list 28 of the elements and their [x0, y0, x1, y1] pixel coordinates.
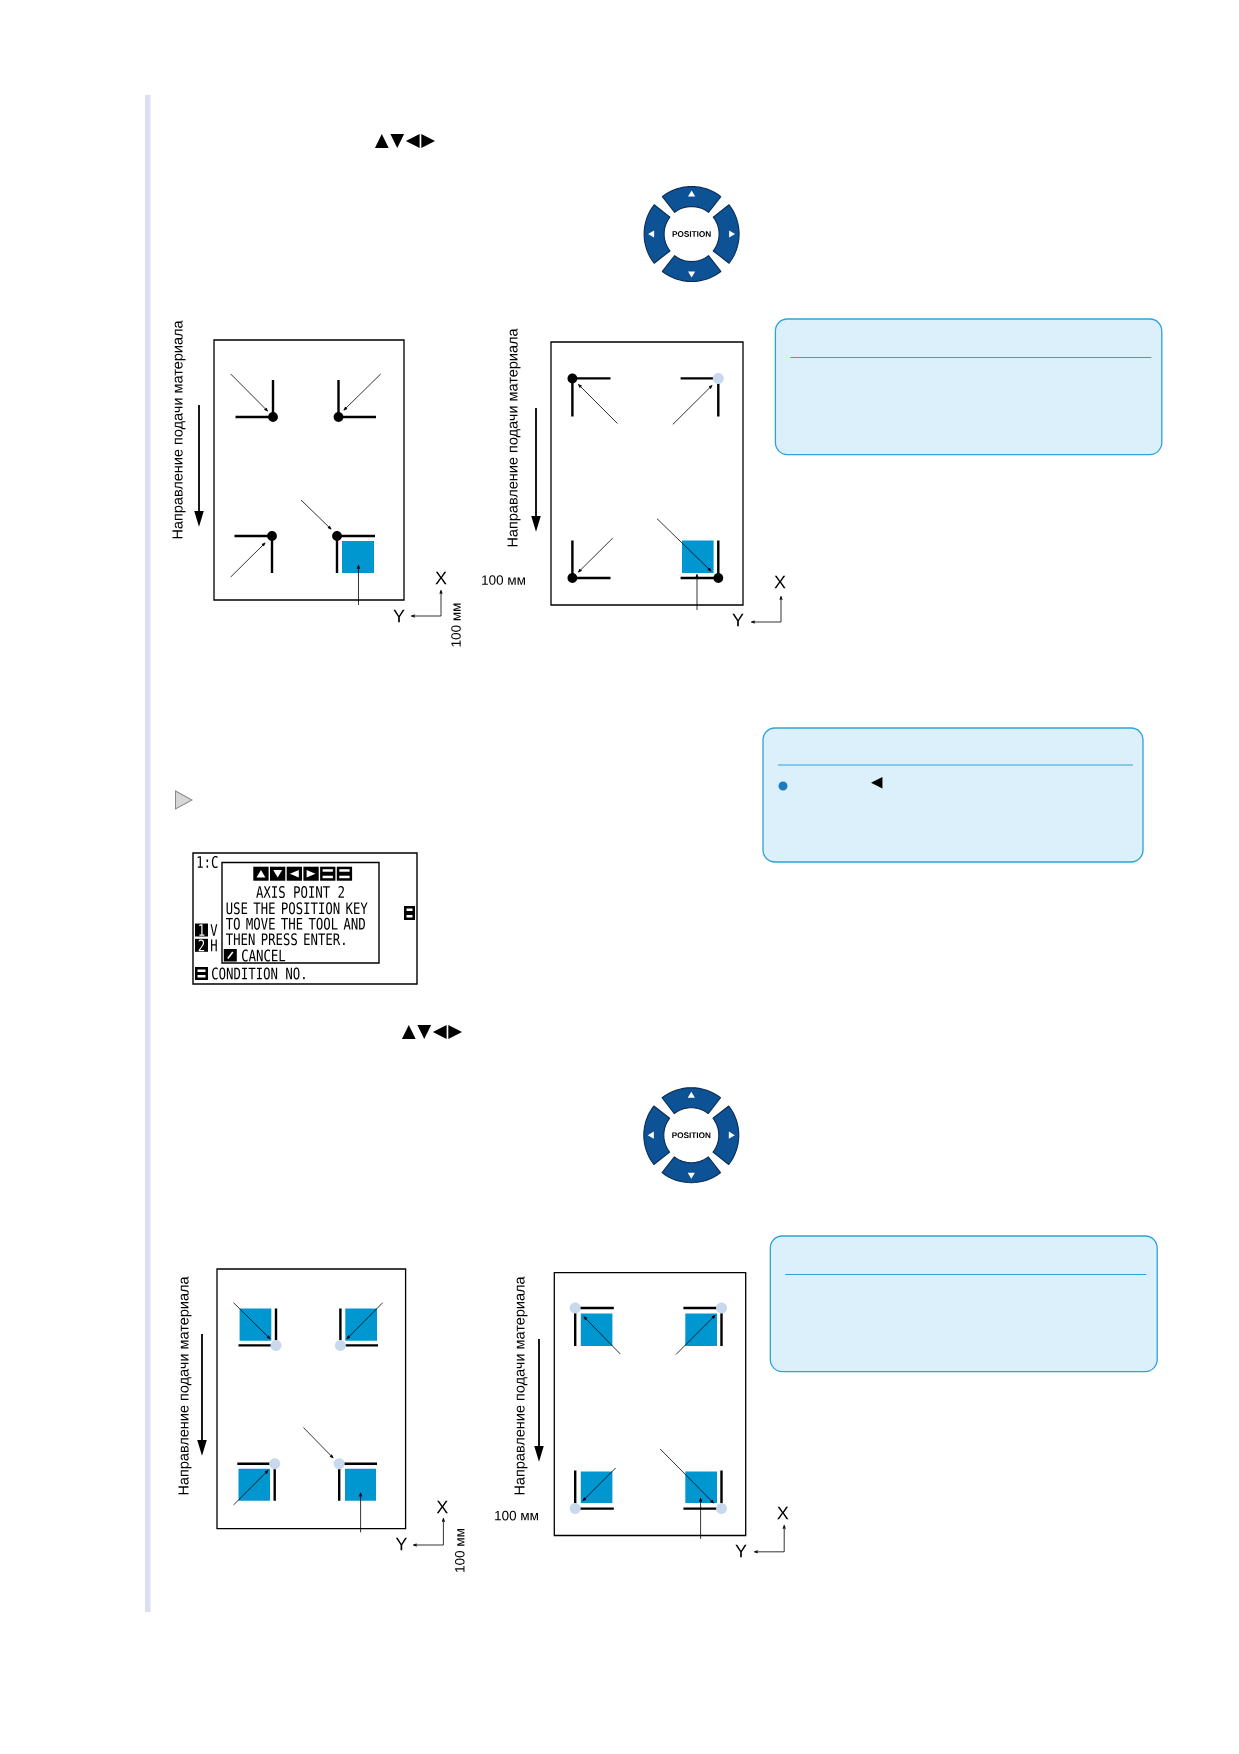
axis-label: Y [732, 613, 744, 627]
arrow-key-symbols: ▲▼◀▶ [401, 1025, 463, 1039]
keypad-label: POSITION [672, 231, 711, 237]
axis-label: Y [735, 1544, 747, 1558]
axis-label: X [774, 575, 786, 589]
screen-text: V [210, 924, 218, 936]
screen-text: 1:C [197, 855, 218, 869]
axis-label: Y [393, 609, 405, 623]
popup-title: AXIS POINT 2 [256, 885, 344, 899]
screen-text: CONDITION NO. [212, 967, 305, 980]
axis-label: X [436, 1500, 448, 1514]
dimension-label: 100 мм [495, 1510, 538, 1521]
axis-label: X [777, 1506, 789, 1520]
dimension-label: 100 мм [451, 603, 461, 647]
keypad-label: POSITION [672, 1132, 711, 1139]
dimension-label: 100 мм [482, 575, 525, 585]
feed-direction-label: Направление подачи материала [514, 1276, 528, 1495]
feed-direction-label: Направление подачи материала [178, 1276, 192, 1495]
popup-message: USE THE POSITION KEY TO MOVE THE TOOL AND THEN PRESS ENTER. [226, 902, 368, 946]
screen-text: H [211, 939, 217, 952]
axis-label: X [435, 571, 447, 585]
feed-direction-label: Направление подачи материала [507, 328, 521, 547]
arrow-key-symbols: ▲▼◀▶ [374, 134, 436, 148]
menu-item: CANCEL [242, 949, 286, 962]
dimension-label: 100 мм [455, 1529, 465, 1572]
key-symbol: ◀ [871, 777, 883, 789]
feed-direction-label: Направление подачи материала [172, 320, 186, 539]
axis-label: Y [395, 1537, 407, 1551]
